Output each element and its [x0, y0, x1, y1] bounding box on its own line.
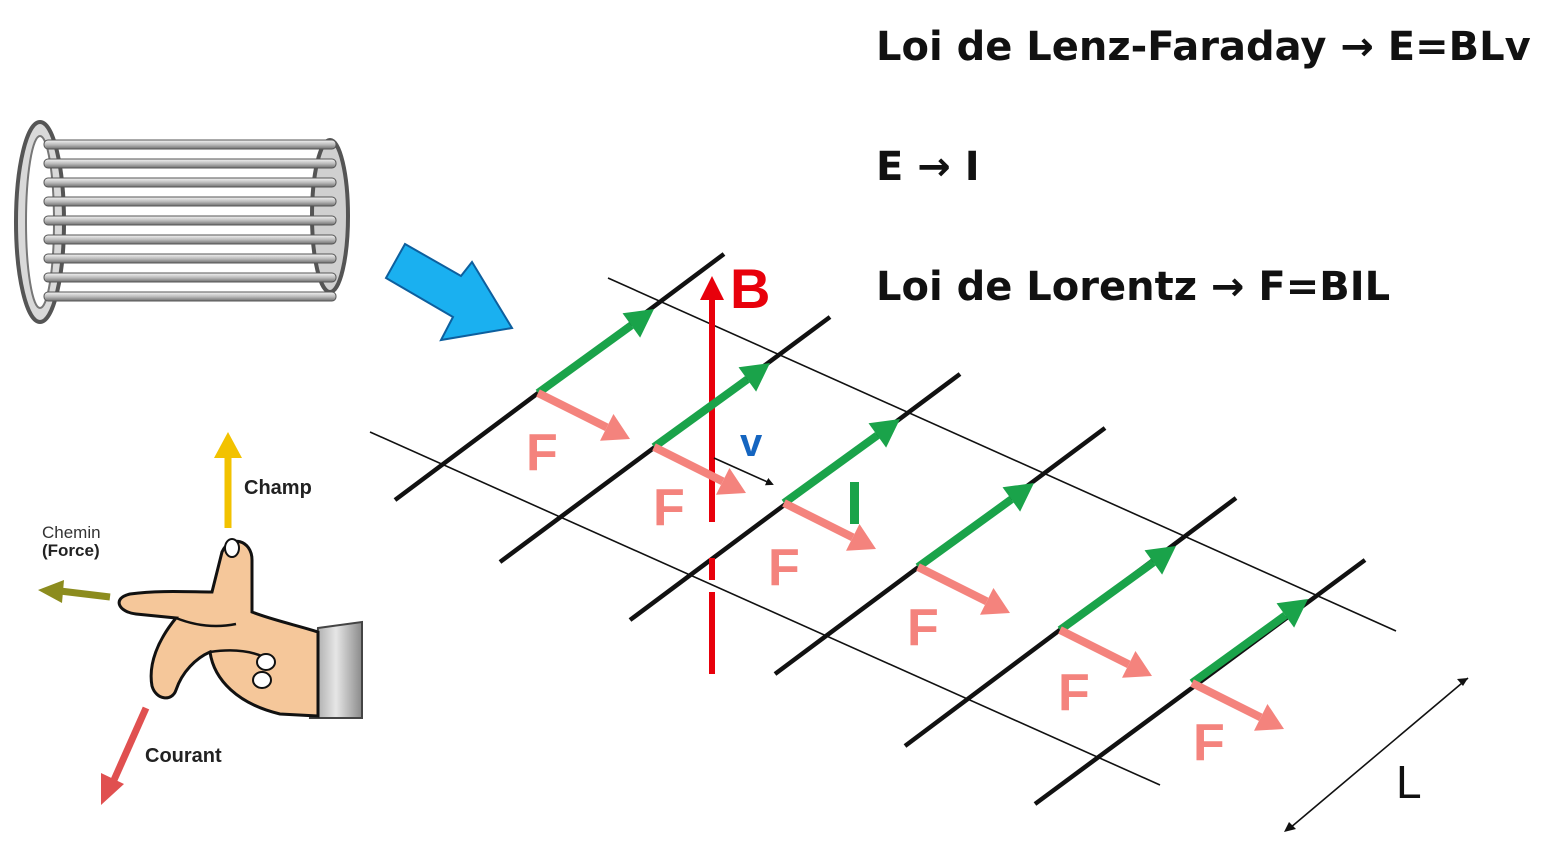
current-arrow — [781, 419, 900, 507]
equation-lenz-faraday: Loi de Lenz-Faraday → E=BLv — [876, 24, 1531, 70]
squirrel-cage-image — [14, 120, 350, 324]
label-f: F — [526, 424, 558, 482]
cage-bar — [43, 234, 337, 245]
label-i-current — [850, 482, 859, 524]
cage-bar — [43, 158, 337, 169]
current-arrow — [1189, 599, 1308, 687]
cage-bar — [43, 215, 337, 226]
length-l-dimension — [1289, 677, 1469, 829]
courant-label: Courant — [145, 745, 222, 767]
label-f: F — [1058, 664, 1090, 722]
cage-bar — [43, 291, 337, 302]
force-arrow — [782, 499, 876, 551]
right-hand-rule-image — [38, 432, 363, 805]
rail-line-lower — [369, 431, 1161, 786]
force-arrow — [652, 443, 746, 495]
equation-lorentz: Loi de Lorentz → F=BIL — [876, 264, 1391, 310]
cage-bar — [43, 139, 337, 150]
force-arrow — [916, 563, 1010, 615]
rail-line-upper — [607, 277, 1397, 632]
current-arrow — [1057, 546, 1176, 634]
label-f: F — [768, 539, 800, 597]
label-b: B — [730, 257, 770, 320]
hand-icon — [117, 539, 320, 718]
label-v: v — [740, 421, 763, 465]
cage-bar — [43, 177, 337, 188]
pointer-arrow-icon — [384, 242, 514, 342]
champ-label: Champ — [244, 477, 312, 499]
current-arrow — [535, 309, 654, 397]
force-arrow — [1058, 626, 1152, 678]
force-label: (Force) — [42, 541, 100, 560]
force-arrow — [1190, 679, 1284, 731]
force-arrow — [536, 389, 630, 441]
current-arrow — [915, 483, 1034, 571]
equation-e-to-i: E → I — [876, 144, 980, 190]
cage-bar — [43, 253, 337, 264]
current-arrow — [651, 363, 770, 451]
label-l: L — [1396, 756, 1422, 808]
label-f: F — [653, 479, 685, 537]
velocity-arrow — [713, 457, 774, 486]
label-f: F — [907, 599, 939, 657]
cage-bar — [43, 196, 337, 207]
chemin-label: Chemin — [42, 523, 101, 542]
label-f: F — [1193, 714, 1225, 772]
field-b-arrow — [700, 276, 724, 674]
cage-bar — [43, 272, 337, 283]
